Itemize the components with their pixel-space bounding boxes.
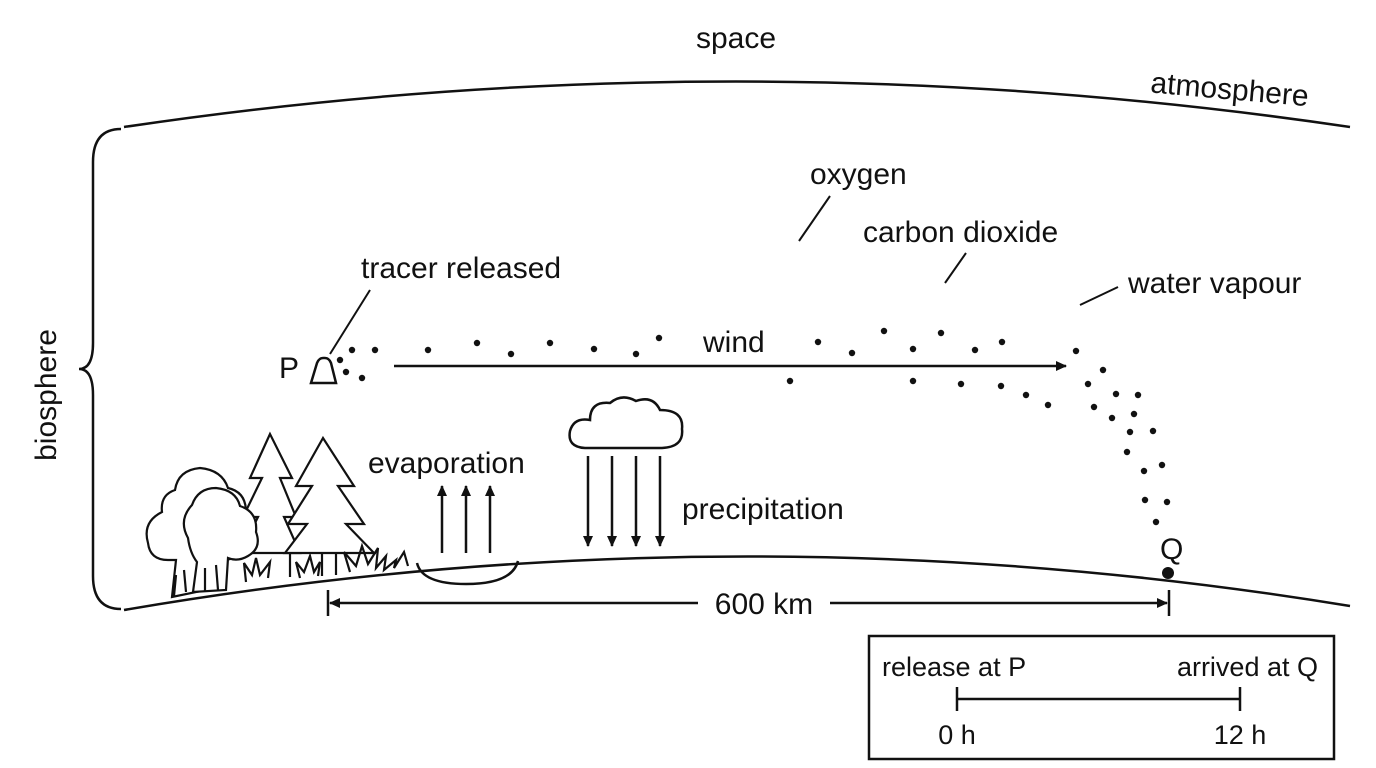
tracer-dot [786,377,794,385]
tracer-dot [371,346,379,354]
atmosphere-boundary [123,80,1351,129]
tracer-dot [1123,448,1131,456]
timeline-start-label: release at P [882,652,1026,682]
tracer-dot [473,339,481,347]
tracer-leader [329,289,371,355]
tracer-dot [1134,391,1142,399]
tracer-dot [971,346,979,354]
tracer-dot [1130,410,1138,418]
timeline-end-label: arrived at Q [1177,652,1318,682]
tracer-dot [342,368,350,376]
atmosphere-label: atmosphere [1149,66,1310,113]
tracer-dot [1108,414,1116,422]
tracer-dot [336,356,344,364]
grass-icon [294,552,322,579]
grass-icon [242,557,272,583]
oxygen-label: oxygen [810,158,907,191]
tracer-dot [1084,380,1092,388]
tracer-dot [1152,518,1160,526]
point-q-label: Q [1160,533,1183,566]
tracer-dot [358,374,366,382]
timeline-start-time: 0 h [938,720,976,750]
tracer-dot [880,327,888,335]
tracer-released-label: tracer released [361,252,561,285]
carbon-dioxide-label: carbon dioxide [863,216,1058,249]
timeline-scale [955,687,1242,711]
tracer-dot [1112,390,1120,398]
tracer-dot [1141,496,1149,504]
tracer-dot [424,346,432,354]
precipitation-arrows [583,456,665,547]
tracer-canister-icon [309,356,338,385]
tracer-dot [998,338,1006,346]
tracer-dot [590,345,598,353]
tracer-dot [507,350,515,358]
tracer-dot [909,345,917,353]
biosphere-label: biosphere [30,329,63,461]
lake-icon [415,560,520,586]
precipitation-label: precipitation [682,493,844,526]
tracer-dot [348,346,356,354]
point-p-label: P [279,352,299,385]
tracer-dot [1090,403,1098,411]
tracer-dot [909,377,917,385]
grass-icon [342,542,410,573]
ground-surface [123,555,1351,612]
vegetation [145,431,410,599]
carbon-dioxide-leader [944,252,967,284]
tracer-dot [1140,467,1148,475]
tracer-dot [1044,401,1052,409]
tracer-dot [546,339,554,347]
tracer-dot [848,349,856,357]
distance-marker [326,590,1171,616]
timeline-end-time: 12 h [1214,720,1267,750]
tracer-dot [997,382,1005,390]
timeline-box [867,634,1336,761]
tracer-dot [1072,347,1080,355]
point-q-marker [1162,567,1174,579]
tracer-dot [937,329,945,337]
tracer-dots [336,327,1171,526]
biosphere-brace [78,127,122,611]
wind-label: wind [702,326,765,359]
tracer-dot [814,338,822,346]
tracer-dot [1022,391,1030,399]
oxygen-leader [798,195,831,242]
conifer-icon [282,435,377,555]
tracer-dot [1126,428,1134,436]
tracer-dot [1163,498,1171,506]
tracer-dot [957,380,965,388]
tracer-dot [1099,366,1107,374]
tracer-dot [655,334,663,342]
cloud-icon [568,396,684,450]
water-vapour-leader [1079,286,1119,306]
space-label: space [696,22,776,55]
tracer-dot [1149,427,1157,435]
evaporation-label: evaporation [368,447,525,480]
evaporation-arrows [437,485,495,553]
tree-icon [182,486,259,594]
tracer-dot [632,350,640,358]
distance-label: 600 km [715,588,813,621]
water-vapour-label: water vapour [1127,267,1301,300]
tracer-dot [1158,461,1166,469]
